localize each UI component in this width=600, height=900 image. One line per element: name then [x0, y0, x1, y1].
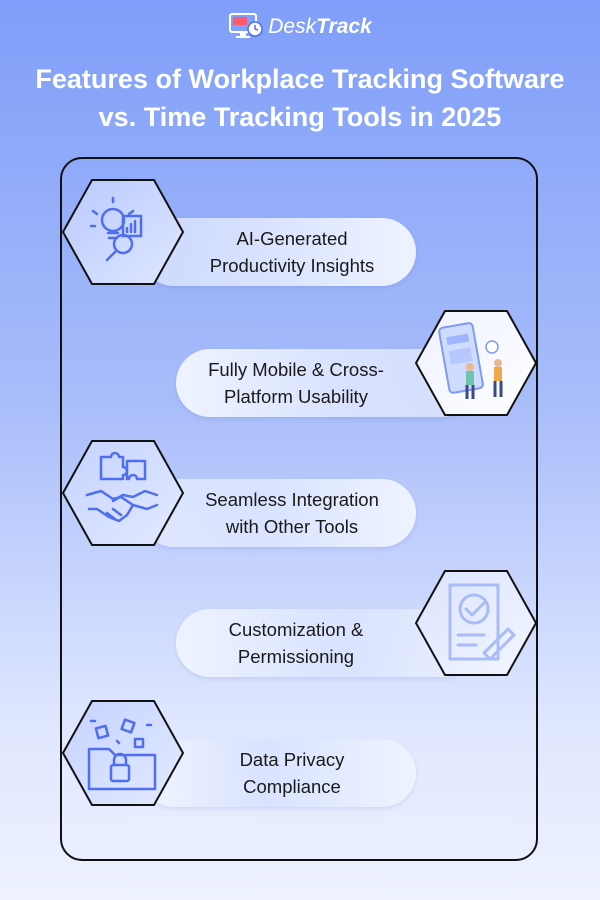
feature-card-ai-insights: AI-Generated Productivity Insights — [140, 218, 416, 286]
page-title: Features of Workplace Tracking Software … — [0, 60, 600, 136]
feature-title-line-1: Fully Mobile & Cross- — [208, 359, 384, 380]
feature-title-line-2: Platform Usability — [224, 386, 368, 407]
feature-title-line-2: Compliance — [243, 776, 341, 797]
brand-name-light: Desk — [268, 15, 317, 38]
feature-title-line-1: AI-Generated — [236, 228, 348, 249]
folder-lock-icon — [61, 700, 185, 806]
features-frame — [60, 157, 538, 861]
mobile-people-icon — [414, 310, 538, 416]
feature-title-line-2: with Other Tools — [225, 516, 359, 537]
puzzle-handshake-icon — [61, 440, 185, 546]
brand-name-bold: Track — [316, 15, 372, 38]
feature-title-line-1: Data Privacy — [239, 749, 345, 770]
page-title-line-1: Features of Workplace Tracking Software — [35, 64, 565, 94]
brand-name: DeskTrack — [268, 15, 372, 39]
feature-title-line-2: Productivity Insights — [209, 255, 375, 276]
feature-title-line-1: Customization & — [228, 619, 364, 640]
document-checkmark-icon — [414, 570, 538, 676]
feature-title-line-2: Permissioning — [237, 646, 355, 667]
feature-card-data-privacy: Data Privacy Compliance — [140, 739, 416, 807]
brand-logo: DeskTrack — [0, 12, 600, 42]
page-title-line-2: vs. Time Tracking Tools in 2025 — [98, 102, 502, 132]
feature-card-seamless-integration: Seamless Integration with Other Tools — [140, 479, 416, 547]
lightbulb-magnifier-icon — [61, 179, 185, 285]
feature-title-line-1: Seamless Integration — [205, 489, 379, 510]
monitor-clock-icon — [229, 13, 263, 38]
